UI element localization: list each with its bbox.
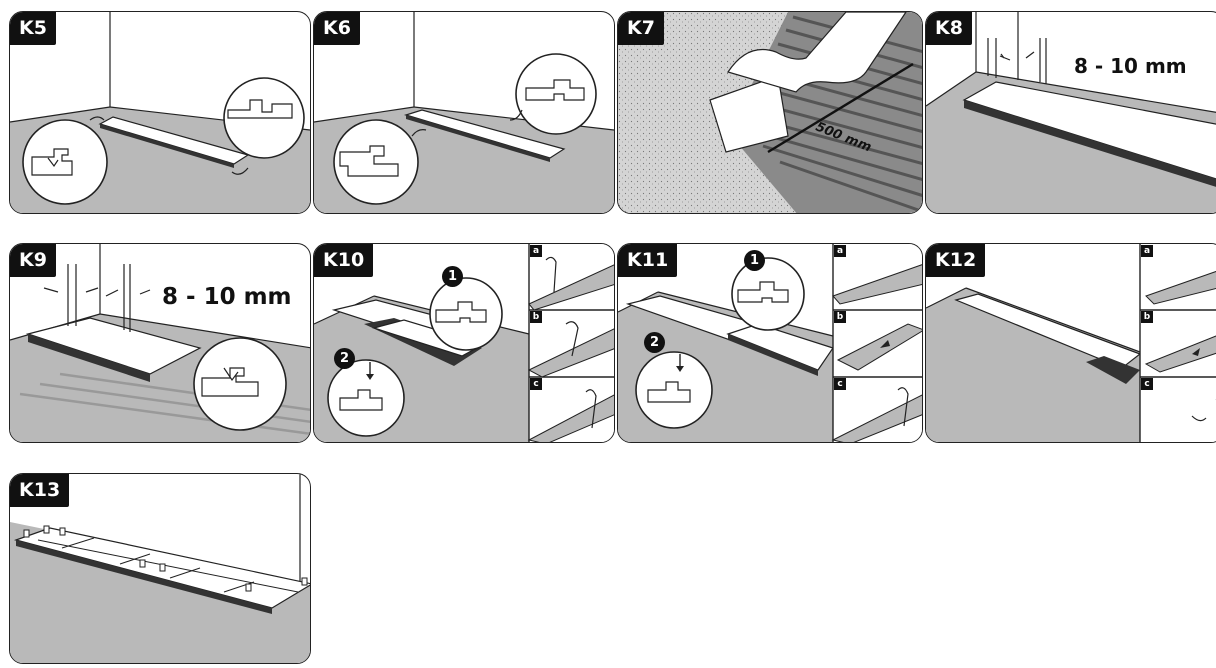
step-k11-panel: a b c 1 2 K11	[617, 243, 923, 443]
substep-c-label: c	[530, 378, 542, 390]
step-k9-label: K9	[10, 244, 56, 277]
step-k5-panel: K5	[9, 11, 311, 214]
step-k8-label: K8	[926, 12, 972, 45]
step-k11-label: K11	[618, 244, 677, 277]
substep-b-label: b	[530, 311, 542, 323]
step-k8-panel: 8 - 10 mm K8	[925, 11, 1216, 214]
step-k12-label: K12	[926, 244, 985, 277]
expansion-gap-label: 8 - 10 mm	[162, 284, 292, 310]
expansion-gap-label: 8 - 10 mm	[1074, 54, 1187, 78]
substep-a-label: a	[1141, 245, 1153, 257]
substep-b-label: b	[1141, 311, 1153, 323]
callout-number-1: 1	[442, 266, 463, 287]
step-k7-label: K7	[618, 12, 664, 45]
substep-a-label: a	[530, 245, 542, 257]
step-k10-label: K10	[314, 244, 373, 277]
step-k6-panel: K6	[313, 11, 615, 214]
step-k12-panel: a b c K12	[925, 243, 1216, 443]
step-k13-panel: K13	[9, 473, 311, 664]
step-k13-label: K13	[10, 474, 69, 507]
substep-c-label: c	[1141, 378, 1153, 390]
step-k9-panel: 8 - 10 mm K9	[9, 243, 311, 443]
step-k7-panel: 500 mm K7	[617, 11, 923, 214]
step-k6-label: K6	[314, 12, 360, 45]
callout-number-2: 2	[334, 348, 355, 369]
substep-c-label: c	[834, 378, 846, 390]
substep-a-label: a	[834, 245, 846, 257]
callout-number-2: 2	[644, 332, 665, 353]
step-k10-panel: a b c 1 2 K10	[313, 243, 615, 443]
step-k5-label: K5	[10, 12, 56, 45]
callout-number-1: 1	[744, 250, 765, 271]
substep-b-label: b	[834, 311, 846, 323]
